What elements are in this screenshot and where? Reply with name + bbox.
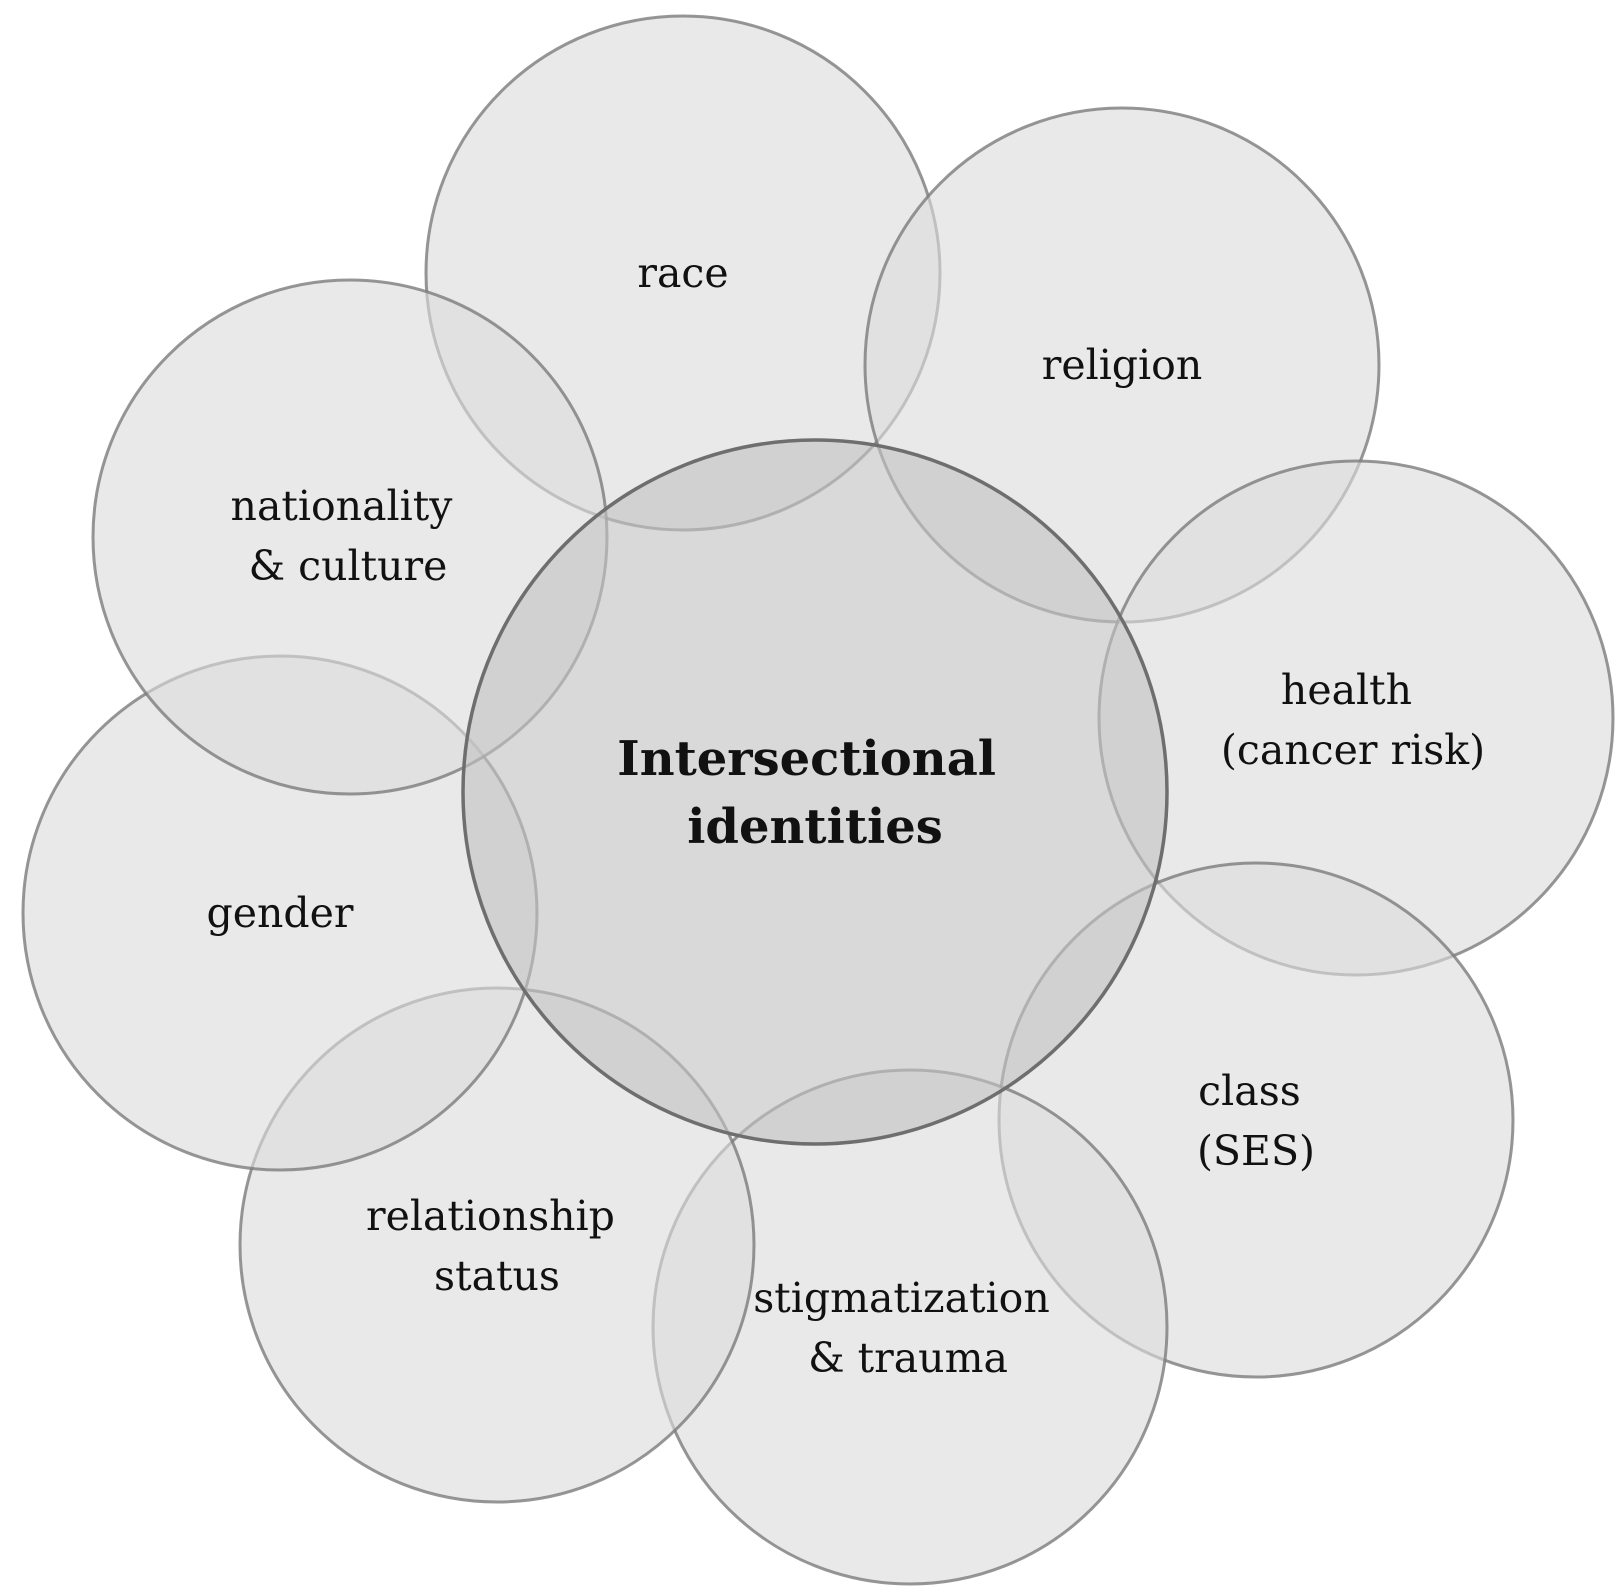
label-class: class (SES) [1197,1067,1315,1175]
label-relationship-line-2: status [434,1252,560,1300]
label-relationship-line-1: relationship [366,1192,615,1240]
label-stigmatization: stigmatization & trauma [753,1274,1063,1382]
label-class-line-1: class [1198,1067,1301,1115]
label-nationality-line-2: & culture [249,542,448,590]
label-stigmatization-line-1: stigmatization [753,1274,1050,1322]
label-race-line-1: race [637,249,728,297]
label-health: health (cancer risk) [1221,666,1485,774]
label-stigmatization-line-2: & trauma [808,1334,1008,1382]
label-race: race [637,249,728,297]
outer-labels: race religion health (cancer risk) class… [206,249,1485,1382]
label-relationship: relationship status [366,1192,628,1300]
label-nationality-line-1: nationality [231,482,454,530]
outer-circles [21,14,1615,1586]
center-label-line-1: Intersectional [617,731,996,787]
label-gender: gender [206,889,353,937]
label-health-line-1: health [1281,666,1412,714]
center-label-line-2: identities [687,799,943,855]
label-nationality: nationality & culture [231,482,466,590]
center-circle [461,438,1169,1146]
label-religion: religion [1042,341,1203,389]
label-class-line-2: (SES) [1197,1127,1315,1175]
label-gender-line-1: gender [206,889,353,937]
label-religion-line-1: religion [1042,341,1203,389]
center-label: Intersectional identities [617,731,1013,855]
label-health-line-2: (cancer risk) [1221,726,1485,774]
